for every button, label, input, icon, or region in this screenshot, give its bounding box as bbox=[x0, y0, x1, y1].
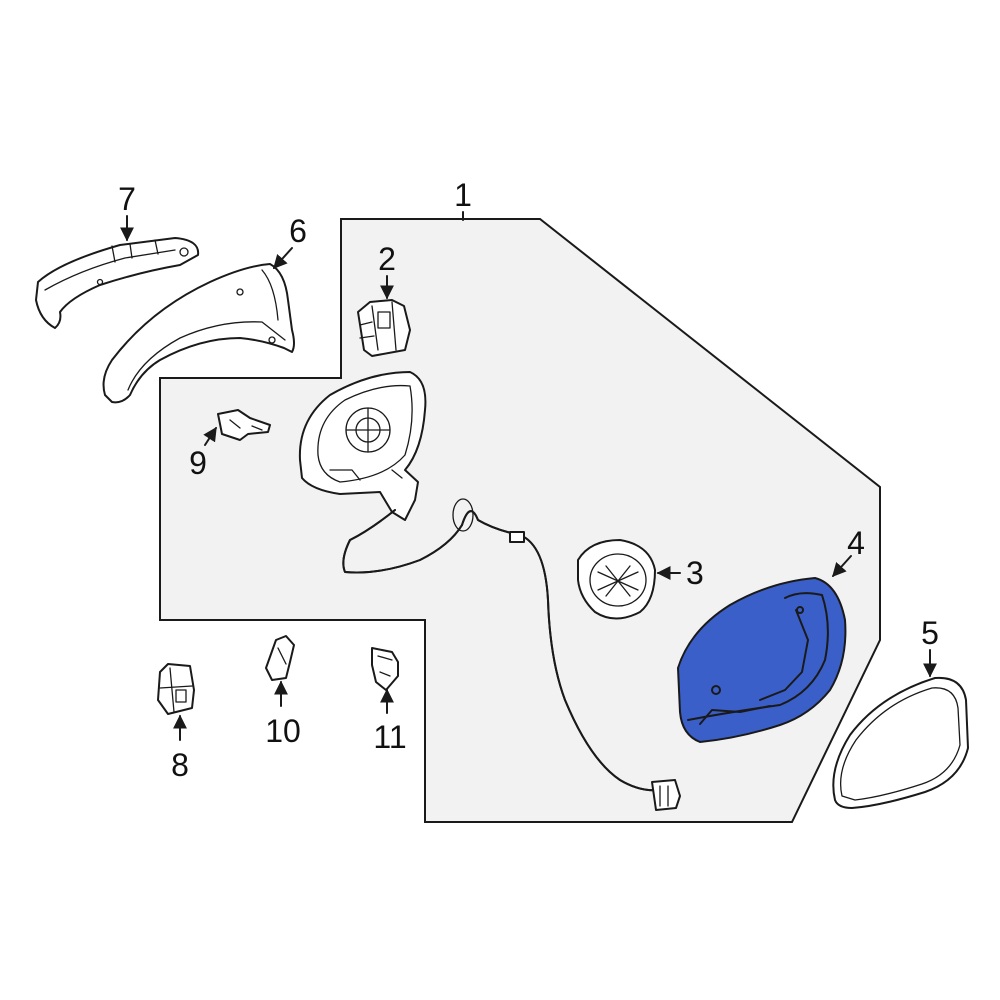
callout-8: 8 bbox=[171, 747, 189, 783]
callout-labels: 1 2 3 4 5 6 7 8 9 10 11 bbox=[118, 177, 939, 783]
part-8-connector[interactable] bbox=[157, 663, 195, 715]
part-5-mirror-glass[interactable] bbox=[832, 676, 969, 809]
callout-3: 3 bbox=[686, 555, 704, 591]
part-10-clip[interactable] bbox=[265, 635, 295, 681]
leader-4 bbox=[832, 555, 852, 578]
callout-11: 11 bbox=[373, 719, 406, 755]
callout-9: 9 bbox=[189, 445, 207, 481]
callout-4: 4 bbox=[847, 525, 865, 561]
callout-1: 1 bbox=[454, 177, 472, 213]
wiring-harness[interactable] bbox=[342, 498, 681, 811]
callout-2: 2 bbox=[378, 241, 396, 277]
callout-6: 6 bbox=[289, 213, 307, 249]
part-6-mirror-cover[interactable] bbox=[102, 263, 295, 404]
callout-10: 10 bbox=[265, 713, 301, 749]
leader-6 bbox=[273, 247, 293, 270]
callout-7: 7 bbox=[118, 181, 136, 217]
part-4-mirror-holder-highlighted[interactable] bbox=[676, 576, 847, 744]
part-7-turn-signal[interactable] bbox=[35, 237, 200, 329]
part-11-bracket[interactable] bbox=[371, 647, 399, 691]
part-2-actuator-motor[interactable] bbox=[357, 299, 411, 357]
part-3-glass-mount[interactable] bbox=[577, 539, 656, 620]
leader-9 bbox=[203, 426, 217, 446]
callout-5: 5 bbox=[921, 615, 939, 651]
leader-lines bbox=[120, 211, 937, 741]
part-9-clip[interactable] bbox=[217, 409, 271, 441]
mirror-housing-frame[interactable] bbox=[298, 371, 427, 521]
